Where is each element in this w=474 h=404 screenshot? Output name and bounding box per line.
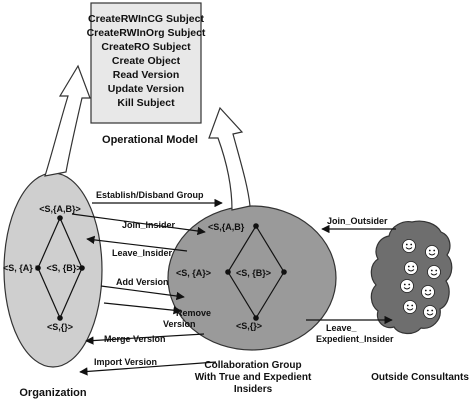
leave-insider-arrow (86, 235, 188, 252)
collaboration-label-2: With True and Expedient (195, 372, 312, 383)
import-version-arrow (79, 361, 217, 376)
operation-item: Read Version (113, 69, 180, 81)
org-node-top-label: <S,{A,B}> (39, 204, 81, 214)
smiley-face-icon (402, 239, 416, 253)
collaboration-ellipse (167, 205, 337, 351)
join-insider-label: Join_Insider (122, 220, 176, 230)
organization-nodes (35, 215, 85, 321)
consultants-cloud (370, 220, 453, 335)
organization-label: Organization (19, 387, 87, 399)
cg-node-left-label: <S, {A}> (176, 268, 211, 278)
lattice-node (79, 265, 85, 271)
smiley-face-icon (403, 300, 417, 314)
operations-list: CreateRWInCG Subject CreateRWInOrg Subje… (87, 13, 206, 109)
collaboration-label-1: Collaboration Group (204, 360, 301, 371)
operation-item: CreateRWInOrg Subject (87, 27, 206, 39)
org-node-left-label: <S, {A} > (3, 263, 41, 273)
smiley-face-icon (404, 261, 418, 275)
join-insider-arrow (71, 213, 206, 236)
remove-version-label-2: Version (163, 319, 196, 329)
consultants-label: Outside Consultants (371, 372, 469, 383)
establish-label: Establish/Disband Group (96, 190, 204, 200)
leave-insider-label: Leave_Insider (112, 248, 173, 258)
lattice-node (57, 215, 63, 221)
smiley-face-icon (423, 305, 437, 319)
consultant-faces (400, 239, 441, 319)
import-version-label: Import Version (94, 357, 157, 367)
smiley-face-icon (400, 279, 414, 293)
lattice-node (35, 265, 41, 271)
lattice-node (57, 315, 63, 321)
lattice-node (281, 269, 287, 275)
operation-item: CreateRO Subject (101, 41, 191, 53)
cg-upward-arrow (208, 106, 251, 211)
merge-version-arrow (85, 333, 205, 345)
operation-item: Kill Subject (117, 97, 175, 109)
add-version-arrow (100, 285, 185, 301)
lattice-node (253, 223, 259, 229)
operation-item: Update Version (108, 83, 184, 95)
operations-caption: Operational Model (102, 134, 198, 146)
lattice-node (225, 269, 231, 275)
merge-version-label: Merge Version (104, 334, 166, 344)
collaboration-lattice (227, 225, 285, 319)
cg-node-bottom-label: <S,{}> (236, 321, 262, 331)
edge-lines (71, 198, 396, 376)
leave-expedient-label-1: Leave_ (326, 323, 358, 333)
smiley-face-icon (421, 285, 435, 299)
org-node-right-label: <S, {B}> (46, 263, 81, 273)
operations-box (90, 2, 202, 124)
organization-lattice (37, 217, 83, 319)
org-upward-arrow (44, 64, 91, 177)
remove-version-arrow (103, 302, 182, 315)
smiley-face-icon (425, 245, 439, 259)
operation-item: Create Object (112, 55, 181, 67)
collaboration-label-3: Insiders (234, 384, 273, 395)
cg-node-top-label: <S,{A,B} (208, 222, 245, 232)
lattice-node (253, 315, 259, 321)
cg-node-right-label: <S, {B}> (236, 268, 271, 278)
leave-expedient-label-2: Expedient_Insider (316, 334, 394, 344)
add-version-label: Add Version (116, 277, 169, 287)
remove-version-label-1: Remove (176, 308, 211, 318)
operation-item: CreateRWInCG Subject (88, 13, 204, 25)
join-outsider-label: Join_Outsider (327, 216, 388, 226)
smiley-face-icon (427, 265, 441, 279)
org-node-bottom-label: <S,{}> (47, 322, 73, 332)
collaboration-nodes (225, 223, 287, 321)
